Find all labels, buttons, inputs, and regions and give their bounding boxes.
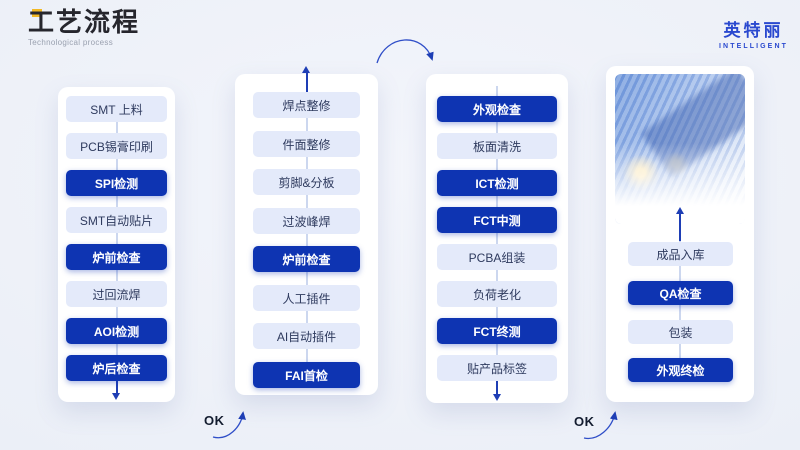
step-pill: 人工插件	[253, 285, 360, 311]
step-pill: 板面清洗	[437, 133, 557, 159]
step-pill: AOI检测	[66, 318, 167, 344]
step-pill: SPI检测	[66, 170, 167, 196]
step-pill: QA检查	[628, 281, 733, 305]
step-pill: 负荷老化	[437, 281, 557, 307]
step-pill: 炉后检查	[66, 355, 167, 381]
arrow-down-icon	[112, 393, 120, 400]
step-pill: FAI首检	[253, 362, 360, 388]
title-accent-square	[32, 9, 42, 17]
flow-column-test: 外观检查 板面清洗 ICT检测 FCT中测 PCBA组装 负荷老化 FCT终测 …	[426, 74, 568, 403]
step-pill: 剪脚&分板	[253, 169, 360, 195]
step-pill: 过波峰焊	[253, 208, 360, 234]
step-pill: 过回流焊	[66, 281, 167, 307]
curve-arrow-top-icon	[376, 39, 434, 64]
flow-column-smt: SMT 上料 PCB锡膏印刷 SPI检测 SMT自动贴片 炉前检查 过回流焊 A…	[58, 87, 175, 402]
flow-line	[679, 241, 681, 371]
step-pill: 焊点整修	[253, 92, 360, 118]
step-pill: 件面整修	[253, 131, 360, 157]
flow-line	[115, 97, 118, 371]
title-block: 工艺流程 Technological process	[28, 8, 140, 47]
flow-line-dark	[496, 373, 498, 395]
ok-label: OK	[574, 414, 595, 429]
flow-column-dip: 焊点整修 件面整修 剪脚&分板 过波峰焊 炉前检查 人工插件 AI自动插件 FA…	[235, 66, 378, 395]
step-pill: SMT 上料	[66, 96, 167, 122]
step-pill: ICT检测	[437, 170, 557, 196]
arrow-up-icon	[302, 66, 310, 73]
arrow-down-icon	[492, 394, 501, 401]
step-pill: AI自动插件	[253, 323, 360, 349]
ok-label: OK	[204, 413, 225, 428]
step-pill: 炉前检查	[66, 244, 167, 270]
step-pill: FCT中测	[437, 207, 557, 233]
page-subtitle: Technological process	[28, 37, 114, 47]
step-pill: PCBA组装	[437, 244, 557, 270]
flow-column-final: 成品入库 QA检查 包装 外观终检	[606, 66, 754, 402]
step-pill: 成品入库	[628, 242, 733, 266]
flow-line-dark	[115, 370, 118, 394]
step-pill: FCT终测	[437, 318, 557, 344]
step-pill: 炉前检查	[253, 246, 360, 272]
arrow-up-icon	[675, 207, 684, 214]
brand-logo: 英特丽 INTELLIGENT	[719, 16, 788, 50]
pcb-photo	[615, 74, 745, 224]
brand-tagline: INTELLIGENT	[719, 43, 788, 50]
page-title: 工艺流程	[28, 7, 141, 37]
step-pill: 贴产品标签	[437, 355, 557, 381]
step-pill: PCB锡膏印刷	[66, 133, 167, 159]
flow-line-dark	[679, 213, 681, 241]
brand-name: 英特丽	[723, 21, 784, 40]
step-pill: 外观终检	[628, 358, 733, 382]
step-pill: 包装	[628, 320, 733, 344]
step-pill: 外观检查	[437, 96, 557, 122]
flow-line	[305, 98, 308, 375]
step-pill: SMT自动贴片	[66, 207, 167, 233]
flow-line-dark	[305, 72, 308, 98]
